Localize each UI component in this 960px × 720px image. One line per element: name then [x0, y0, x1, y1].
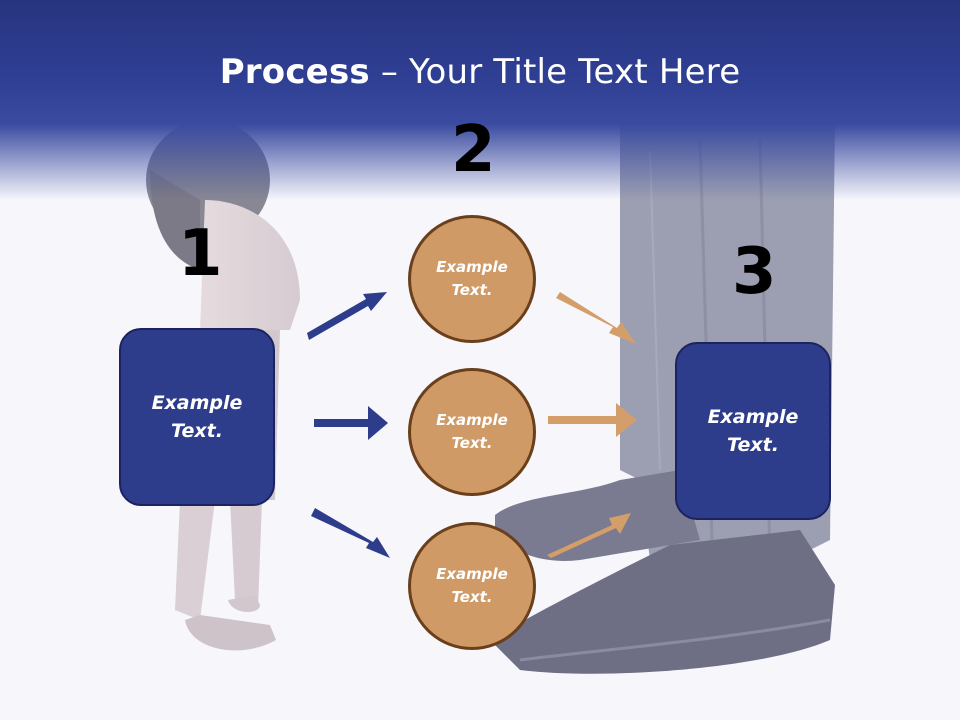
circle-top-text: Example Text. — [436, 257, 508, 299]
title-bold: Process — [219, 52, 370, 92]
title-banner — [0, 0, 960, 200]
title-rest: – Your Title Text Here — [369, 52, 741, 92]
step-number-1: 1 — [178, 217, 223, 291]
step-3-box: Example Text. — [675, 342, 831, 520]
arrow-tan-up — [547, 513, 631, 558]
circle-bottom-text: Example Text. — [436, 564, 508, 606]
arrow-blue-right — [314, 406, 388, 440]
arrow-tan-down — [556, 292, 636, 344]
step-2-circle-top: Example Text. — [408, 215, 536, 343]
step-number-3: 3 — [732, 235, 777, 309]
slide-title: Process – Your Title Text Here — [0, 52, 960, 92]
circle-middle-text: Example Text. — [436, 410, 508, 452]
arrow-blue-up — [307, 292, 387, 340]
arrow-blue-down — [311, 508, 390, 558]
step-number-2: 2 — [451, 113, 496, 187]
step-2-circle-middle: Example Text. — [408, 368, 536, 496]
step-1-box-text: Example Text. — [151, 391, 243, 443]
step-2-circle-bottom: Example Text. — [408, 522, 536, 650]
arrow-tan-right — [548, 403, 637, 437]
step-1-box: Example Text. — [119, 328, 275, 506]
step-3-box-text: Example Text. — [707, 405, 799, 457]
